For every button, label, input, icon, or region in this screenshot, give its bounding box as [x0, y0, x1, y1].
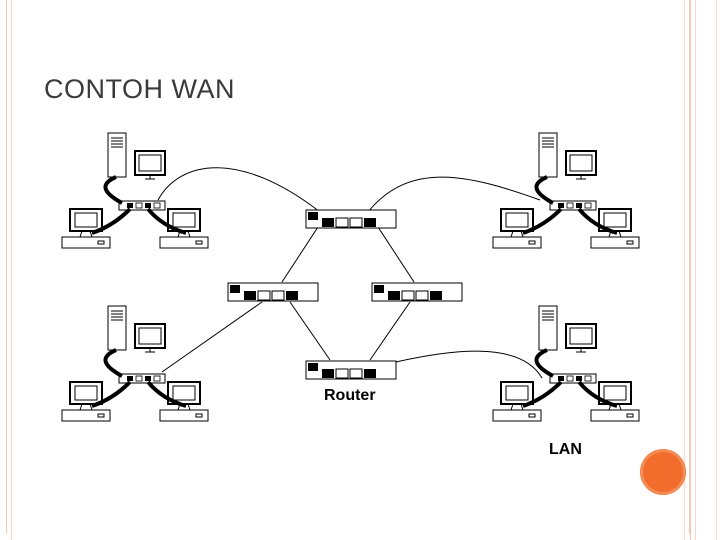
link-router-top-left [281, 226, 319, 283]
lan-cluster-bottom-right [493, 306, 639, 421]
lan-label: LAN [549, 441, 582, 458]
router-right [371, 282, 463, 302]
router-label: Router [324, 387, 376, 404]
link-left-router-bottom [289, 301, 331, 361]
slide-frame-inner [11, 0, 685, 540]
slide-title: CONTOH WAN [44, 74, 235, 104]
link-router-bottom-lan4 [395, 350, 543, 379]
link-router-top-right [377, 226, 415, 283]
lan-cluster-top-right [493, 133, 639, 248]
decorative-orange-circle [640, 449, 686, 495]
link-lan1-router-top [157, 167, 321, 213]
link-lan3-left-router [161, 301, 263, 373]
lan-cluster-bottom-left [62, 306, 208, 421]
lan-cluster-top-left [62, 133, 208, 248]
wan-links [157, 167, 543, 379]
slide-frame-outer [6, 0, 690, 534]
router-left [227, 282, 319, 302]
slide-side-bar [690, 0, 720, 540]
router-top [305, 209, 397, 229]
link-router-top-lan2 [367, 176, 541, 213]
link-right-router-bottom [369, 301, 411, 361]
router-bottom [305, 360, 397, 380]
